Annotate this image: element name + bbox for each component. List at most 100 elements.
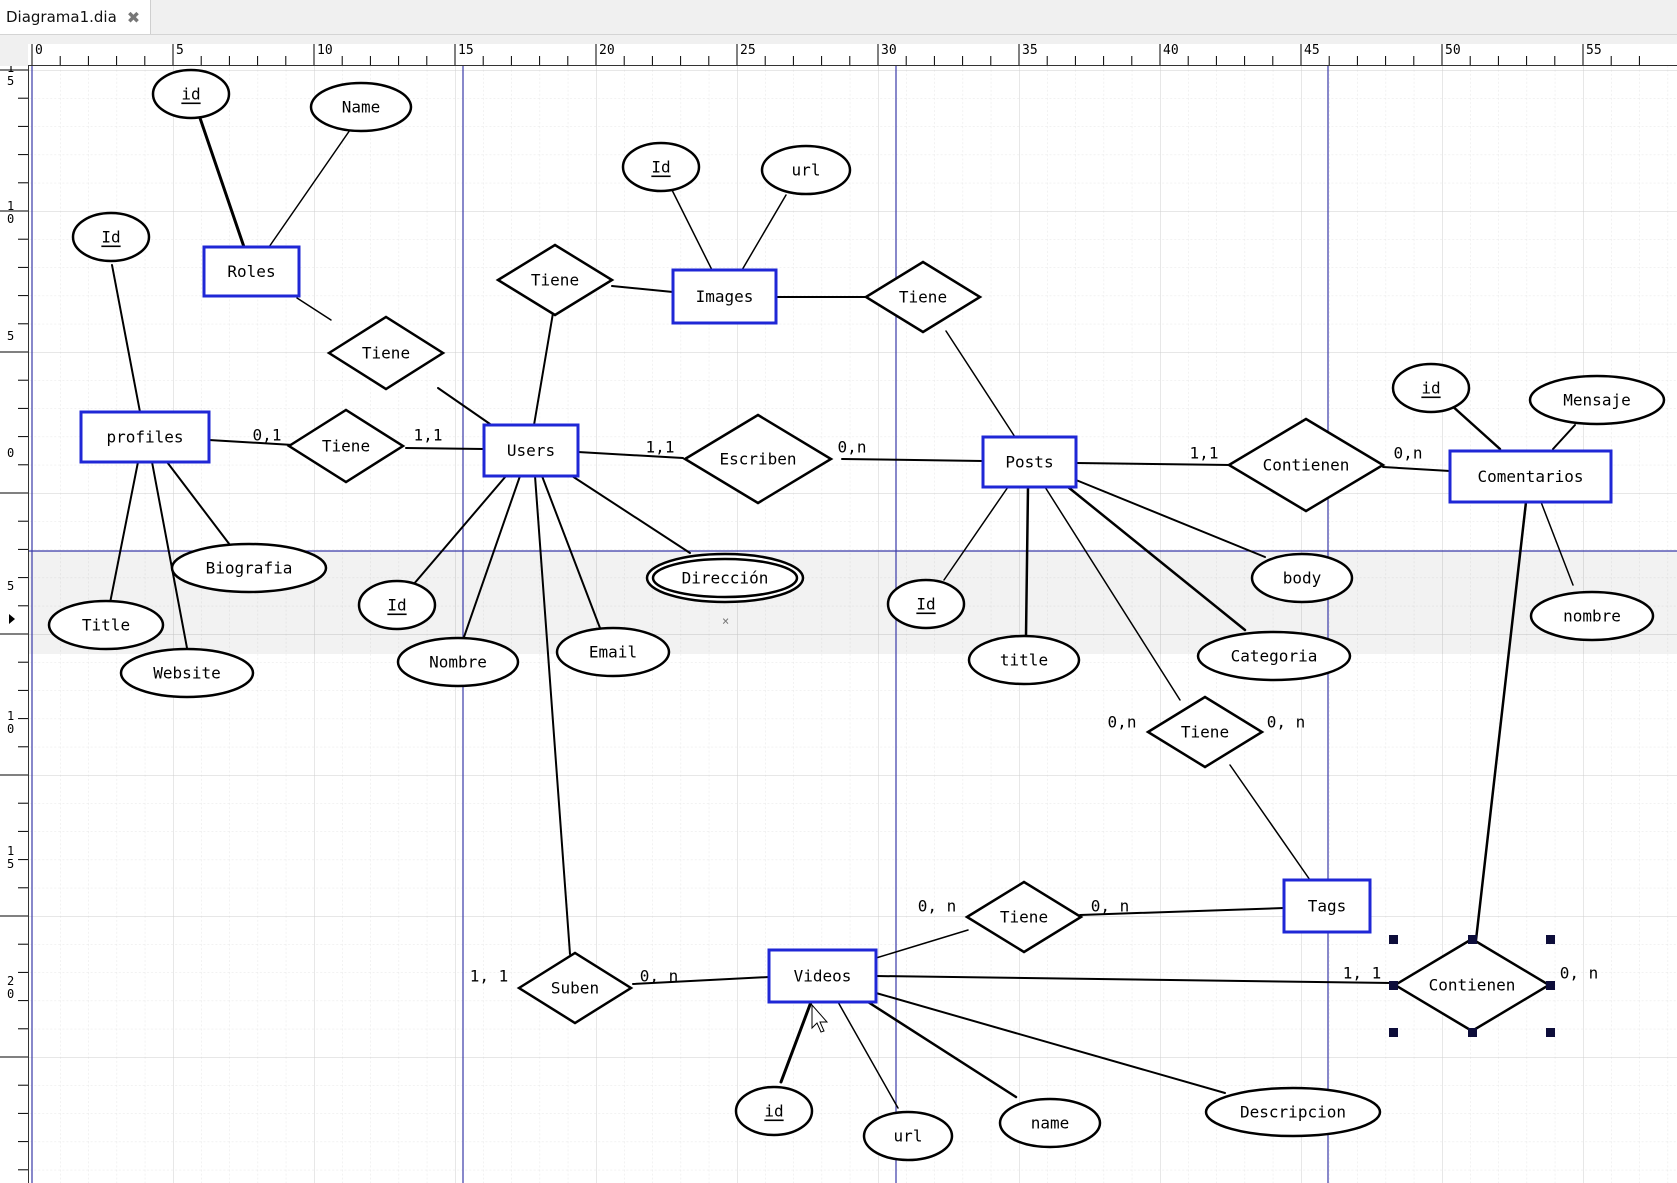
entity-users[interactable]: Users <box>482 423 580 478</box>
attribute-videos-id[interactable]: id <box>734 1085 814 1137</box>
tab-diagrama1[interactable]: Diagrama1.dia ✖ <box>0 0 152 34</box>
entity-comentarios[interactable]: Comentarios <box>1448 449 1613 504</box>
connection-point-marker: × <box>722 614 729 628</box>
relationship-label: Tiene <box>1000 908 1048 927</box>
attribute-label: body <box>1283 569 1322 588</box>
ruler-label: 25 <box>740 44 756 58</box>
attribute-title-p[interactable]: Title <box>47 599 165 651</box>
entity-tags[interactable]: Tags <box>1282 878 1372 934</box>
relationship-label: Contienen <box>1429 976 1516 995</box>
selection-handles[interactable] <box>1389 935 1555 1037</box>
cardinality-label: 1,1 <box>414 426 443 445</box>
cardinality-label: 0, n <box>918 897 957 916</box>
relationship-label: Tiene <box>899 288 947 307</box>
relationship-label: Tiene <box>1181 723 1229 742</box>
attribute-label: Email <box>589 643 637 662</box>
attribute-nombre[interactable]: Nombre <box>396 636 520 688</box>
entity-profiles[interactable]: profiles <box>79 410 211 464</box>
attribute-label: Dirección <box>682 569 769 588</box>
attribute-label: nombre <box>1563 607 1621 626</box>
ruler-label: 5 <box>176 44 184 58</box>
ruler-label: 20 <box>599 44 615 58</box>
relationship-tiene-profiles[interactable]: Tiene <box>286 408 406 484</box>
ruler-label: 1 <box>7 844 14 858</box>
ruler-label: 45 <box>1304 44 1320 58</box>
ruler-label: 0 <box>7 212 14 226</box>
relationship-tiene-videos-tags[interactable]: Tiene <box>964 880 1084 954</box>
attribute-body[interactable]: body <box>1250 552 1354 604</box>
entity-videos[interactable]: Videos <box>767 948 878 1004</box>
relationship-tiene-posts-tags[interactable]: Tiene <box>1145 695 1265 769</box>
relationship-escriben[interactable]: Escriben <box>682 413 834 505</box>
attribute-label: Name <box>342 98 381 117</box>
entity-posts[interactable]: Posts <box>981 435 1078 489</box>
attribute-label: Mensaje <box>1563 391 1630 410</box>
relationship-tiene-images-posts[interactable]: Tiene <box>863 260 983 334</box>
attribute-biografia[interactable]: Biografia <box>170 542 328 594</box>
ruler-label: 30 <box>881 44 897 58</box>
ruler-label: 5 <box>7 857 14 871</box>
attribute-roles-name[interactable]: Name <box>309 81 413 133</box>
ruler-label: 5 <box>7 329 14 343</box>
attribute-users-id[interactable]: Id <box>357 579 437 631</box>
ruler-label: 5 <box>7 74 14 88</box>
attribute-direccion[interactable]: Dirección <box>645 552 805 604</box>
attribute-com-nombre[interactable]: nombre <box>1529 590 1655 642</box>
relationship-tiene-users-images[interactable]: Tiene <box>495 243 615 317</box>
attribute-label: id <box>1421 379 1440 398</box>
attribute-videos-url[interactable]: url <box>862 1110 954 1162</box>
attribute-label: Descripcion <box>1240 1103 1346 1122</box>
attribute-descripcion[interactable]: Descripcion <box>1204 1086 1382 1138</box>
cardinality-label: 0, n <box>640 967 679 986</box>
attribute-posts-id[interactable]: Id <box>886 578 966 630</box>
relationship-tiene-roles[interactable]: Tiene <box>326 315 446 391</box>
ruler-label: 1 <box>7 709 14 723</box>
cardinality-label: 1, 1 <box>470 967 509 986</box>
attribute-roles-id[interactable]: id <box>151 68 231 120</box>
ruler-label: 0 <box>7 722 14 736</box>
entity-label: Images <box>696 287 754 306</box>
ruler-label: 35 <box>1022 44 1038 58</box>
attribute-images-id[interactable]: Id <box>621 141 701 193</box>
attribute-label: Title <box>82 616 130 635</box>
attribute-profiles-id[interactable]: Id <box>71 211 151 263</box>
attribute-website[interactable]: Website <box>119 647 255 699</box>
attribute-email[interactable]: Email <box>555 626 671 678</box>
ruler-label: 0 <box>35 44 43 58</box>
ruler-label: 55 <box>1586 44 1602 58</box>
attribute-label: url <box>894 1127 923 1146</box>
entity-label: Videos <box>794 967 852 986</box>
attribute-label: id <box>181 85 200 104</box>
cardinality-label: 0, n <box>1267 713 1306 732</box>
entity-images[interactable]: Images <box>671 268 778 325</box>
attribute-images-url[interactable]: url <box>760 144 852 196</box>
tab-title: Diagrama1.dia <box>6 8 117 26</box>
relationship-contienen-vid[interactable]: Contienen <box>1392 937 1552 1033</box>
attribute-categoria[interactable]: Categoria <box>1196 630 1352 682</box>
attribute-label: Website <box>153 664 220 683</box>
ruler-label: 1 <box>7 66 14 75</box>
attribute-com-id[interactable]: id <box>1391 362 1471 414</box>
attribute-label: Biografia <box>206 559 293 578</box>
attribute-posts-title[interactable]: title <box>967 634 1081 686</box>
close-tab-icon[interactable]: ✖ <box>126 7 141 27</box>
relationship-contienen-com[interactable]: Contienen <box>1226 417 1386 513</box>
relationship-suben[interactable]: Suben <box>516 951 634 1025</box>
attribute-mensaje[interactable]: Mensaje <box>1528 374 1666 426</box>
ruler-label: 10 <box>317 44 333 58</box>
relationship-label: Escriben <box>719 450 796 469</box>
entity-label: Users <box>507 441 555 460</box>
entity-label: Roles <box>227 262 275 281</box>
cardinality-label: 0, n <box>1560 964 1599 983</box>
cardinality-label: 0,1 <box>253 426 282 445</box>
ruler-label: 1 <box>7 199 14 213</box>
ruler-label: 0 <box>7 446 14 460</box>
attribute-videos-name[interactable]: name <box>998 1097 1102 1149</box>
entity-roles[interactable]: Roles <box>202 245 301 298</box>
